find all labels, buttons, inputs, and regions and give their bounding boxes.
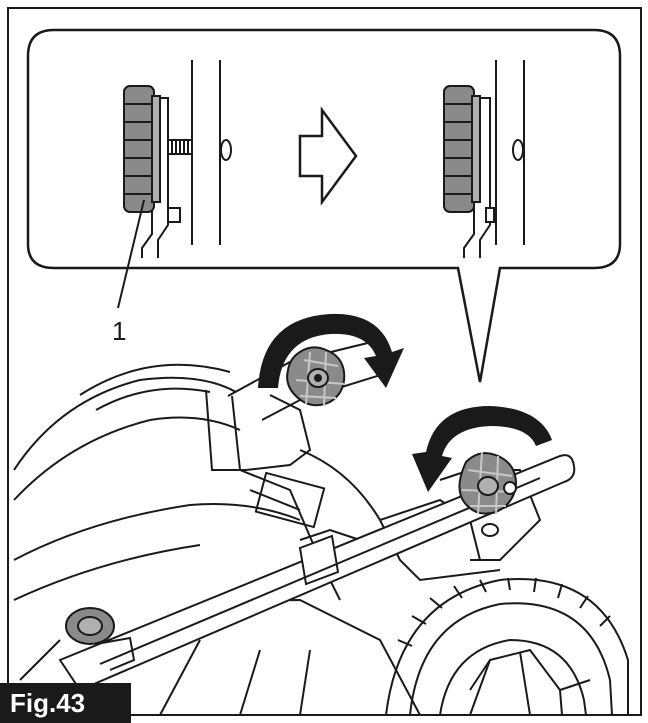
detail-knob-loose [123, 60, 232, 258]
rotation-arrow-upper-icon [258, 313, 404, 388]
callout-number-1: 1 [112, 316, 127, 346]
detail-knob-tight [443, 60, 525, 258]
direction-arrow-icon [298, 106, 358, 206]
lower-handle-bar [58, 454, 576, 692]
callout-leader-1 [117, 199, 145, 309]
rotation-arrow-lower-icon [412, 406, 552, 492]
figure-label: Fig.43 [0, 683, 131, 723]
figure-frame [7, 7, 642, 716]
handle-knob-lower-right [458, 451, 518, 515]
handle-knob-lower-left [65, 607, 136, 671]
rear-wheel [385, 577, 629, 716]
handle-knob-upper [286, 346, 346, 407]
